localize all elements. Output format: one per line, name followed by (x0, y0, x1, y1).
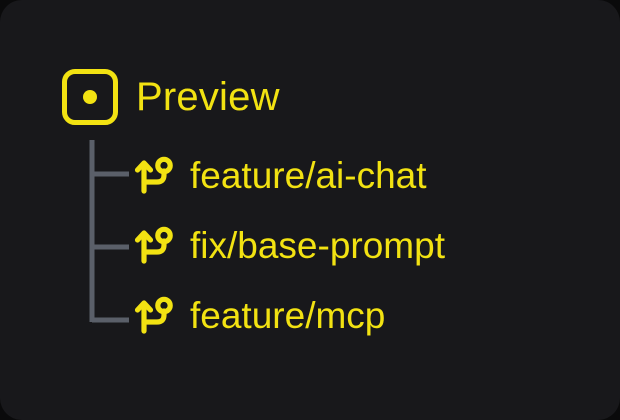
tree-root-label: Preview (136, 75, 280, 119)
git-branch-icon (134, 156, 173, 194)
tree-branch-item[interactable]: feature/mcp (132, 287, 385, 343)
git-branch-icon (134, 296, 173, 334)
git-branch-icon (134, 226, 173, 264)
tree-branch-label: fix/base-prompt (190, 224, 445, 266)
tree-branch-label: feature/ai-chat (190, 154, 427, 196)
tree-branch-item[interactable]: fix/base-prompt (132, 217, 445, 273)
tree-branch-item[interactable]: feature/ai-chat (132, 147, 427, 203)
tree-root-node[interactable]: Preview (62, 62, 280, 132)
preview-square-dot-icon (62, 69, 118, 125)
tree-branch-label: feature/mcp (190, 294, 386, 336)
preview-icon-dot (83, 90, 97, 104)
